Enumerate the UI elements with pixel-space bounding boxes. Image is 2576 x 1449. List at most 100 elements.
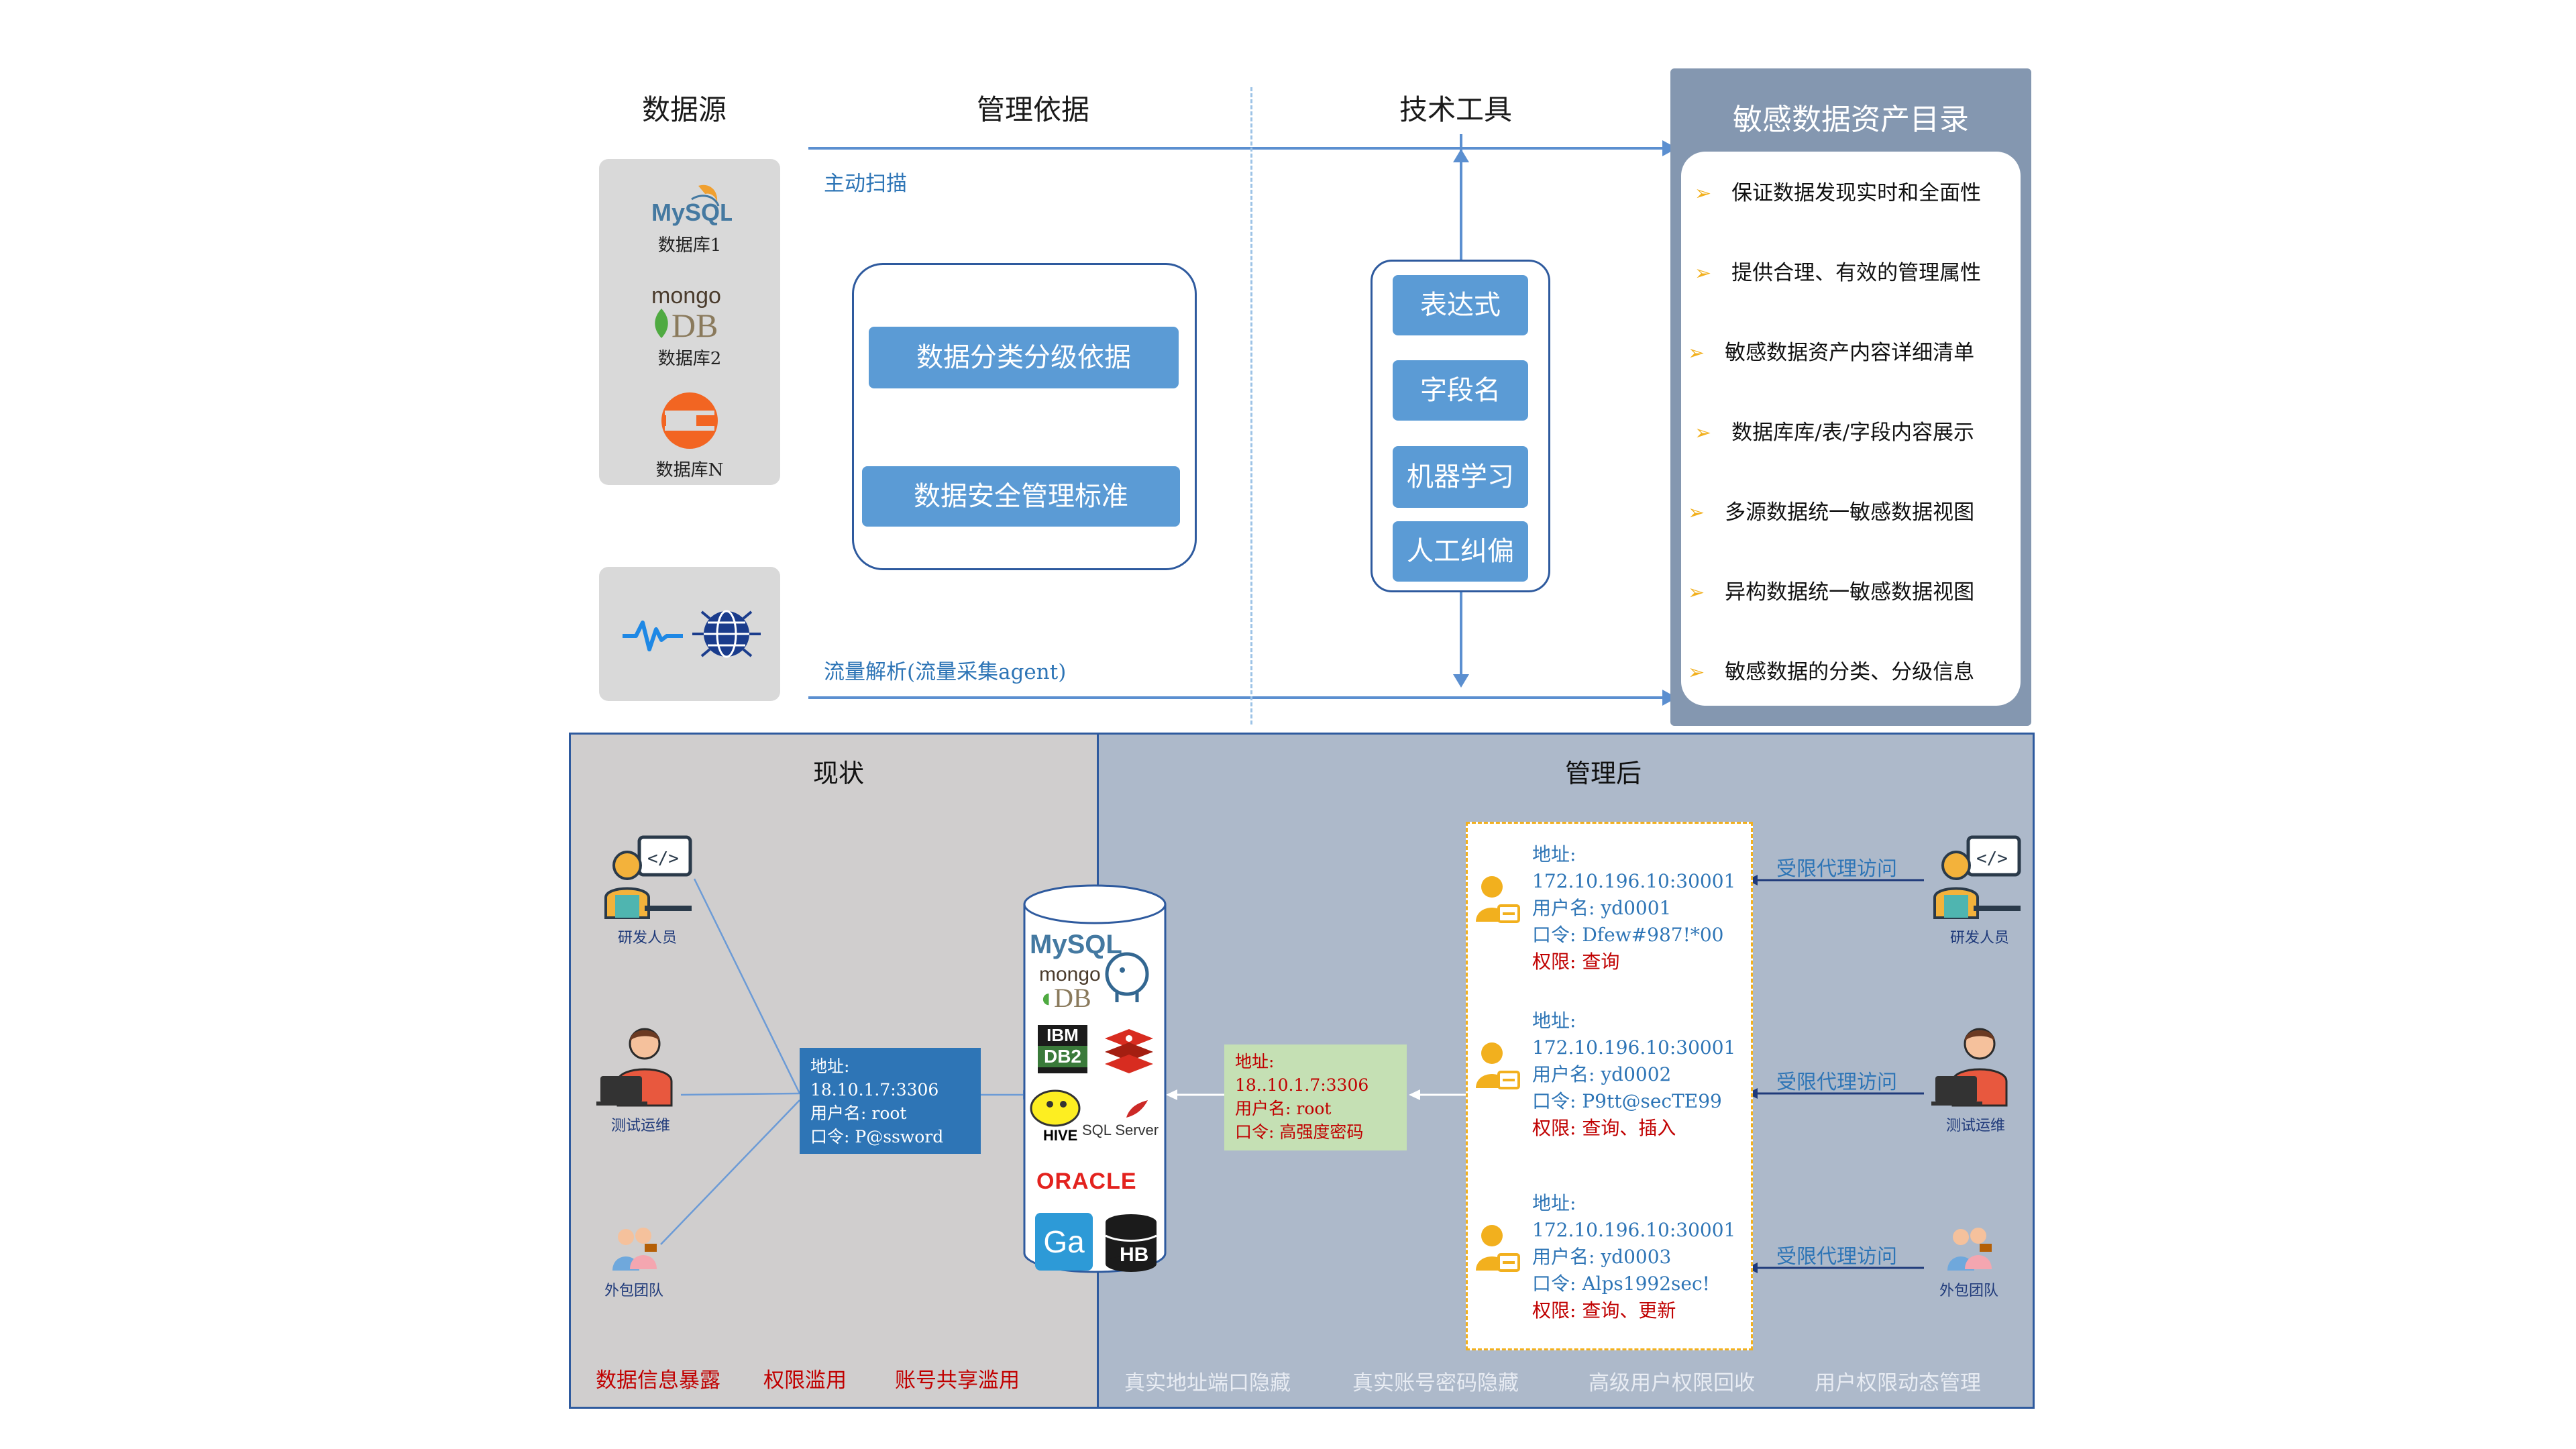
database-label-n: 数据库N	[655, 460, 724, 480]
catalog-item-7: ➢敏感数据的分类、分级信息	[1688, 660, 1975, 684]
account-3-perm: 权限: 查询、更新	[1532, 1299, 1676, 1322]
catalog-item-6: ➢异构数据统一敏感数据视图	[1688, 580, 1975, 604]
problem-account-sharing: 账号共享滥用	[895, 1368, 1020, 1393]
traffic-arrow-line	[808, 696, 1664, 699]
account-3-addr-label: 地址:	[1532, 1192, 1576, 1214]
mongo-leaf-icon	[655, 309, 668, 338]
outsource-team-icon	[1947, 1228, 1992, 1271]
redis-icon	[1105, 1029, 1153, 1073]
tools-arrowhead-up	[1453, 149, 1469, 162]
proxy-credential-box: 地址: 18..10.1.7:3306 用户名: root 口令: 高强度密码	[1224, 1044, 1407, 1150]
oracle-logo: ORACLE	[1036, 1169, 1137, 1194]
tools-arrow-down-line	[1460, 589, 1462, 683]
database-label-1: 数据库1	[657, 235, 722, 256]
database-n-icon	[661, 392, 718, 449]
role-label-tester-right: 测试运维	[1945, 1118, 2005, 1134]
svg-text:HIVE: HIVE	[1043, 1127, 1077, 1143]
svg-text:HB: HB	[1120, 1244, 1148, 1266]
role-developer-left: </> 研发人员	[590, 830, 704, 951]
tool-button-regex[interactable]: 表达式	[1393, 275, 1528, 335]
role-outsource-left: 外包团队	[577, 1221, 691, 1322]
role-label-outsource-left: 外包团队	[604, 1283, 663, 1299]
account-2-addr: 172.10.196.10:30001	[1532, 1036, 1736, 1059]
role-label-developer-left: 研发人员	[617, 930, 677, 947]
solution-hide-address: 真实地址端口隐藏	[1124, 1371, 1291, 1395]
svg-text:</>: </>	[1976, 849, 2008, 869]
shared-cred-addr-label: 地址:	[810, 1057, 850, 1076]
mysql-logo-icon: MySQL	[651, 184, 732, 226]
account-2: 地址: 172.10.196.10:30001 用户名: yd0002 口令: …	[1468, 1005, 1755, 1152]
tool-button-ml[interactable]: 机器学习	[1393, 446, 1528, 508]
shared-cred-addr: 18.10.1.7:3306	[810, 1080, 939, 1099]
basis-button-classification[interactable]: 数据分类分级依据	[869, 327, 1179, 388]
role-label-outsource-right: 外包团队	[1939, 1283, 1998, 1299]
account-1-addr-label: 地址:	[1532, 843, 1576, 865]
proxy-cred-addr: 18..10.1.7:3306	[1235, 1075, 1369, 1095]
user-badge-icon	[1476, 876, 1520, 923]
catalog-title: 敏感数据资产目录	[1733, 103, 1969, 137]
mysql-text: MySQL	[651, 199, 732, 226]
account-1: 地址: 172.10.196.10:30001 用户名: yd0001 口令: …	[1468, 839, 1755, 986]
traffic-label: 流量解析(流量采集agent)	[824, 660, 1067, 684]
user-badge-icon	[1476, 1225, 1520, 1272]
basis-box: 数据分类分级依据 数据安全管理标准	[852, 263, 1197, 570]
column-divider	[1250, 87, 1252, 724]
solution-dynamic-permissions: 用户权限动态管理	[1815, 1371, 1981, 1395]
catalog-panel: 敏感数据资产目录 ➢保证数据发现实时和全面性 ➢提供合理、有效的管理属性 ➢敏感…	[1670, 68, 2031, 726]
database-panel: MySQL 数据库1 mongo DB 数据库2 数据库N	[599, 159, 780, 485]
outsource-team-icon	[612, 1228, 657, 1271]
account-3: 地址: 172.10.196.10:30001 用户名: yd0003 口令: …	[1468, 1187, 1755, 1335]
database-item-1: MySQL 数据库1	[599, 179, 780, 256]
account-3-user: 用户名: yd0003	[1532, 1246, 1672, 1268]
tester-icon	[1931, 1028, 2008, 1107]
developer-icon: </>	[1933, 835, 2021, 919]
sql-server-icon	[1126, 1100, 1148, 1118]
chevron-right-icon: ➢	[1688, 581, 1705, 604]
database-item-n: 数据库N	[599, 390, 780, 480]
hbase-icon: HB	[1105, 1214, 1157, 1272]
account-1-pwd: 口令: Dfew#987!*00	[1532, 924, 1724, 946]
catalog-item-5: ➢多源数据统一敏感数据视图	[1688, 500, 1975, 525]
tester-icon	[596, 1028, 673, 1107]
account-2-user: 用户名: yd0002	[1532, 1063, 1672, 1085]
cyl-mongo-text: mongo	[1039, 963, 1101, 985]
proxy-cred-pwd: 口令: 高强度密码	[1235, 1122, 1364, 1142]
hive-icon: HIVE	[1030, 1089, 1081, 1143]
scan-label: 主动扫描	[824, 172, 907, 196]
database-label-2: 数据库2	[657, 349, 722, 369]
gauss-db-icon: Ga	[1035, 1213, 1093, 1271]
shared-cred-pwd: 口令: P@ssword	[810, 1127, 944, 1146]
cyl-mongo-db-text: ◖DB	[1038, 983, 1091, 1013]
mongo-db-text: DB	[672, 307, 718, 344]
header-mgmt-basis: 管理依据	[976, 93, 1089, 126]
proxy-cred-user: 用户名: root	[1235, 1099, 1332, 1118]
traffic-panel	[599, 567, 780, 701]
account-2-pwd: 口令: P9tt@secTE99	[1532, 1090, 1722, 1112]
header-tech-tools: 技术工具	[1399, 93, 1512, 126]
problem-permission-abuse: 权限滥用	[763, 1368, 847, 1393]
access-label-2: 受限代理访问	[1776, 1071, 1897, 1094]
account-3-addr: 172.10.196.10:30001	[1532, 1219, 1736, 1241]
tool-button-manual[interactable]: 人工纠偏	[1393, 521, 1528, 582]
access-label-3: 受限代理访问	[1776, 1245, 1897, 1269]
tool-button-field-name[interactable]: 字段名	[1393, 360, 1528, 421]
role-tester-left: 测试运维	[584, 1021, 698, 1142]
access-label-1: 受限代理访问	[1776, 857, 1897, 881]
role-tester-right: 测试运维	[1919, 1021, 2033, 1142]
mongo-text: mongo	[651, 283, 721, 309]
tools-arrowhead-down	[1453, 674, 1469, 688]
postgresql-icon	[1105, 952, 1149, 1002]
proxy-cred-addr-label: 地址:	[1235, 1052, 1275, 1071]
chevron-right-icon: ➢	[1688, 661, 1705, 684]
developer-icon: </>	[604, 835, 692, 919]
tools-box: 表达式 字段名 机器学习 人工纠偏	[1371, 260, 1550, 592]
basis-button-standard[interactable]: 数据安全管理标准	[862, 466, 1180, 527]
after-management-title: 管理后	[1564, 759, 1642, 788]
chevron-right-icon: ➢	[1695, 262, 1712, 285]
solution-revoke-permissions: 高级用户权限回收	[1589, 1371, 1755, 1395]
cyl-mysql-logo: MySQL	[1030, 930, 1122, 959]
role-developer-right: </> 研发人员	[1923, 830, 2037, 951]
user-badge-icon	[1476, 1042, 1520, 1089]
globe-network-icon	[692, 610, 761, 658]
